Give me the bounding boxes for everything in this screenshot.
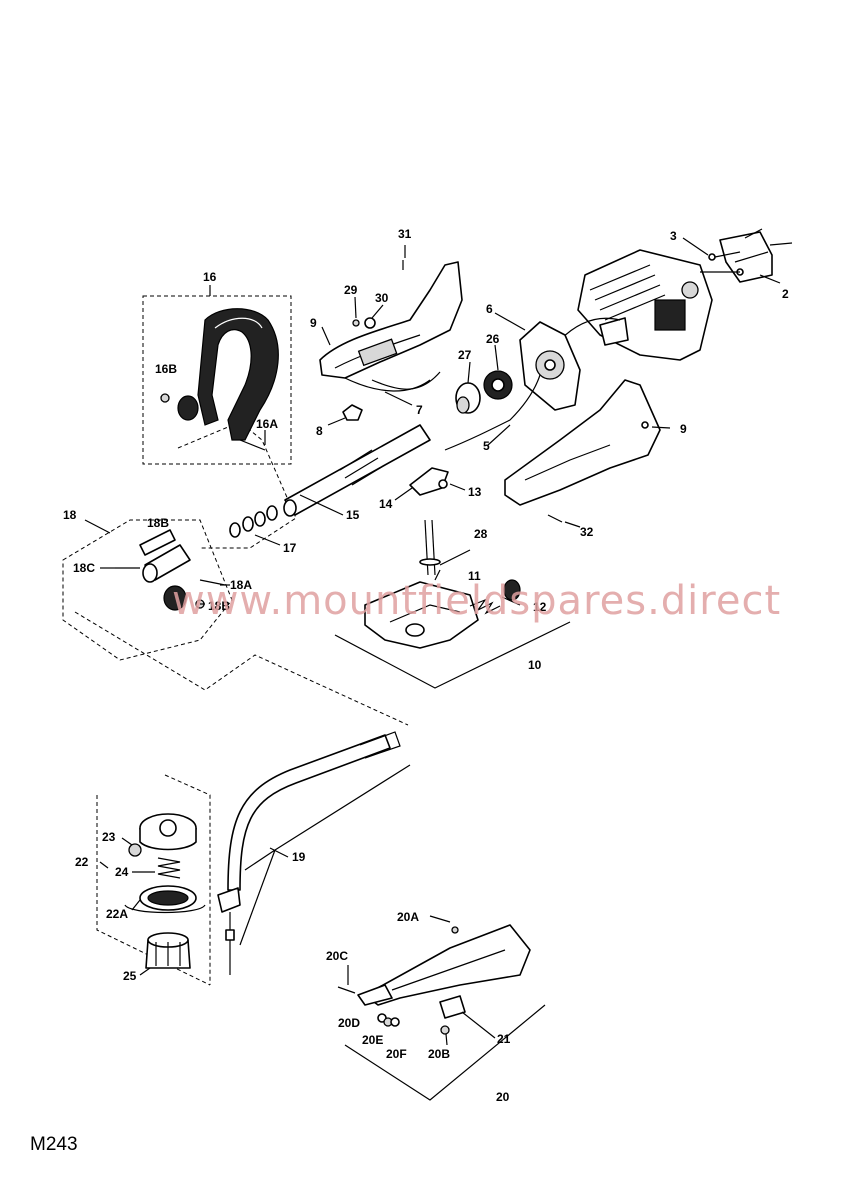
label-31: 31 (398, 227, 412, 241)
group-16-box (142, 295, 292, 465)
watermark: www.mountfieldspares.direct (172, 578, 781, 624)
label-20b: 20B (428, 1047, 450, 1061)
pin-part-28 (419, 519, 441, 576)
label-21: 21 (497, 1032, 511, 1046)
clutch-drum-part-27 (455, 382, 481, 414)
screw-part-20c (337, 986, 356, 994)
nut-part-12 (503, 579, 521, 601)
label-15: 15 (346, 508, 360, 522)
label-9-top: 9 (310, 316, 317, 330)
label-14: 14 (379, 497, 393, 511)
label-23: 23 (102, 830, 116, 844)
label-20c: 20C (326, 949, 348, 963)
coupler-part-18 (115, 529, 226, 611)
group-22-right (164, 774, 211, 985)
label-20: 20 (496, 1090, 510, 1104)
label-22a: 22A (106, 907, 128, 921)
washers-part-17 (229, 505, 278, 538)
label-20d: 20D (338, 1016, 360, 1030)
diagram-code: M243 (30, 1134, 78, 1155)
spring-part-24 (157, 857, 181, 879)
clutch-part-26 (483, 370, 513, 400)
label-18b-bottom: 18B (208, 599, 230, 613)
drive-shaft-part-15 (283, 424, 431, 517)
group-20-outline (344, 1004, 546, 1101)
bracket-part-2 (700, 228, 793, 283)
label-16a: 16A (256, 417, 278, 431)
label-22: 22 (75, 855, 89, 869)
label-16: 16 (203, 270, 217, 284)
label-6: 6 (486, 302, 493, 316)
engine-assembly (559, 249, 713, 361)
label-20f: 20F (386, 1047, 407, 1061)
label-25: 25 (123, 969, 137, 983)
label-10: 10 (528, 658, 542, 672)
label-5: 5 (483, 439, 490, 453)
group-18-link (74, 611, 409, 726)
label-9-right: 9 (680, 422, 687, 436)
label-29: 29 (344, 283, 358, 297)
clamp-part-21 (439, 995, 466, 1035)
leader-lines (84, 237, 781, 1046)
throttle-cable-part-7 (371, 371, 441, 390)
group-18-box (62, 519, 233, 661)
label-24: 24 (115, 865, 129, 879)
label-7: 7 (416, 403, 423, 417)
group-10-outline (334, 621, 571, 689)
label-27: 27 (458, 348, 472, 362)
label-17: 17 (283, 541, 297, 555)
label-13: 13 (468, 485, 482, 499)
label-3: 3 (670, 229, 677, 243)
label-16b: 16B (155, 362, 177, 376)
washer-part-30 (364, 317, 376, 329)
clip-part-8 (342, 404, 363, 421)
button-part-23 (128, 843, 142, 857)
throttle-lever-part-14 (409, 467, 449, 496)
spool-part-22a (124, 885, 206, 914)
label-2: 2 (782, 287, 789, 301)
label-32: 32 (580, 525, 594, 539)
label-18a: 18A (230, 578, 252, 592)
screw-part-29 (352, 319, 360, 327)
label-18b-top: 18B (147, 516, 169, 530)
label-18: 18 (63, 508, 77, 522)
guard-part-20 (357, 924, 531, 1006)
gear-head-part-10 (364, 581, 479, 649)
label-12: 12 (533, 600, 547, 614)
housing-part-9-lower (504, 379, 661, 506)
label-20e: 20E (362, 1033, 383, 1047)
label-30: 30 (375, 291, 389, 305)
label-26: 26 (486, 332, 500, 346)
group-19-bottom (239, 849, 276, 946)
cable-part-5 (444, 374, 541, 451)
handle-housing-part-9 (319, 261, 463, 392)
label-20a: 20A (397, 910, 419, 924)
front-handle-part-16 (160, 308, 279, 451)
label-19: 19 (292, 850, 306, 864)
screw-part-32 (547, 514, 563, 523)
bump-knob-part-25 (145, 932, 191, 969)
label-28: 28 (474, 527, 488, 541)
nut-part-20f (390, 1017, 400, 1027)
spring-part-11 (469, 598, 501, 615)
spool-cover-part-22 (139, 813, 197, 851)
label-18c: 18C (73, 561, 95, 575)
label-11: 11 (468, 569, 481, 583)
label-8: 8 (316, 424, 323, 438)
bent-shaft-part-19 (217, 731, 401, 975)
